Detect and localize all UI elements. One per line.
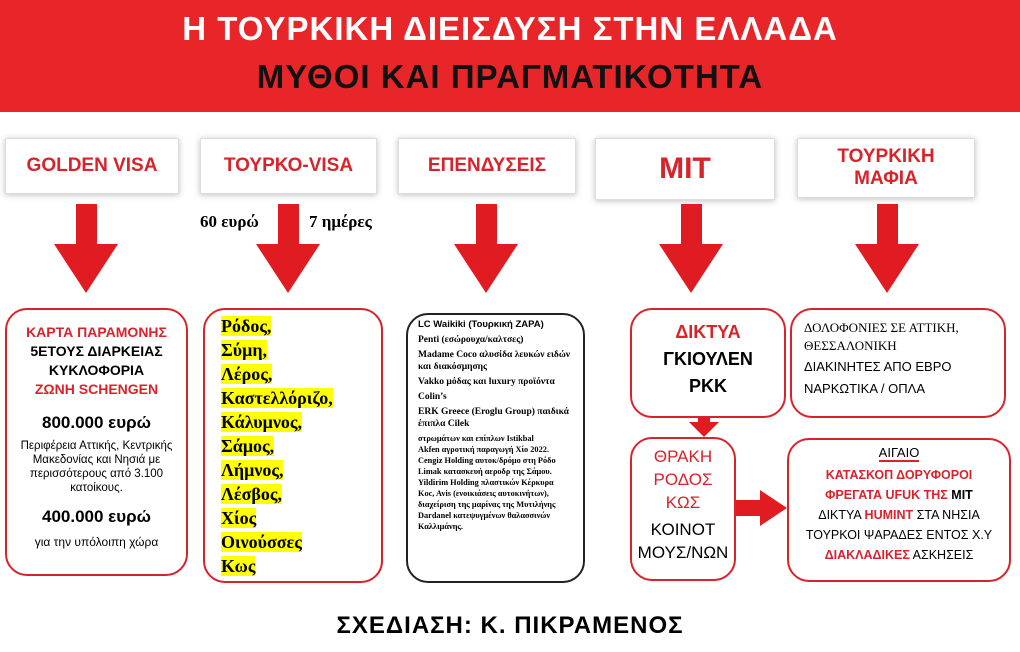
island-item: Ρόδος, xyxy=(221,316,272,336)
aegean-humint-b: HUMINT xyxy=(864,508,914,522)
down-arrow-mit xyxy=(659,204,723,293)
aegean-exercises: ΔΙΑΚΛΑΔΙΚΕΣ ΑΣΚΗΣΕΙΣ xyxy=(789,548,1009,562)
golden-visa-box: ΚΑΡΤΑ ΠΑΡΑΜΟΝΗΣ 5ΕΤΟΥΣ ΔΙΑΡΚΕΙΑΣ ΚΥΚΛΟΦΟ… xyxy=(5,308,188,576)
golden-amount-1: 800.000 ευρώ xyxy=(41,413,151,432)
investment-item: Colin’s xyxy=(418,392,447,402)
mit-rhodes: ΡΟΔΟΣ xyxy=(653,470,713,489)
golden-amount-2: 400.000 ευρώ xyxy=(41,507,151,526)
mit-regions-box: ΘΡΑΚΗ ΡΟΔΟΣ ΚΩΣ ΚΟΙΝΟΤ ΜΟΥΣ/ΝΩΝ xyxy=(630,437,736,581)
mit-pkk: ΡΚΚ xyxy=(688,376,727,396)
island-item: Σύμη, xyxy=(221,340,268,360)
mit-community-2: ΜΟΥΣ/ΝΩΝ xyxy=(637,543,729,562)
mit-thrace: ΘΡΑΚΗ xyxy=(653,447,713,466)
island-item: Λέσβος, xyxy=(221,484,282,504)
islands-list: Ρόδος, Σύμη, Λέρος, Καστελλόριζο, Κάλυμνος, Σ… xyxy=(221,315,381,578)
aegean-frigate-mit: MIT xyxy=(947,488,973,502)
island-item: Καστελλόριζο, xyxy=(221,388,333,408)
banner-title: Η ΤΟΥΡΚΙΚΗ ΔΙΕΙΣΔΥΣΗ ΣΤΗΝ ΕΛΛΑΔΑ xyxy=(182,10,838,47)
header-mafia: ΤΟΥΡΚΙΚΗ ΜΑΦΙΑ xyxy=(797,138,975,198)
header-tourko-visa-label: ΤΟΥΡΚΟ-VISA xyxy=(223,155,354,176)
aegean-humint: ΔΙΚΤΥΑ HUMINT ΣΤΑ ΝΗΣΙΑ xyxy=(789,508,1009,522)
island-item: Χίος xyxy=(221,508,257,528)
down-arrow-tourko xyxy=(256,204,320,293)
header-investments-label: ΕΠΕΝΔΥΣΕΙΣ xyxy=(427,155,547,176)
mafia-traffickers: ΔΙΑΚΙΝΗΤΕΣ ΑΠΟ ΕΒΡΟ xyxy=(804,359,952,374)
aegean-title: ΑΙΓΑΙΟ xyxy=(789,445,1009,462)
header-tourko-visa: ΤΟΥΡΚΟ-VISA xyxy=(200,138,377,194)
investment-item: Vakko μόδας και luxury προϊόντα xyxy=(418,377,555,387)
title-banner: Η ΤΟΥΡΚΙΚΗ ΔΙΕΙΣΔΥΣΗ ΣΤΗΝ ΕΛΛΑΔΑ ΜΥΘΟΙ Κ… xyxy=(0,0,1020,112)
island-item: Σάμος, xyxy=(221,436,275,456)
aegean-exercises-a: ΔΙΑΚΛΑΔΙΚΕΣ xyxy=(824,548,910,562)
header-golden-visa-label: GOLDEN VISA xyxy=(26,155,158,176)
aegean-title-text: ΑΙΓΑΙΟ xyxy=(878,445,920,462)
aegean-satellites: ΚΑΤΑΣΚΟΠ ΔΟΡΥΦΟΡΟΙ xyxy=(825,468,973,482)
header-mit-label: MIT xyxy=(659,152,711,185)
mafia-murders: ΔΟΛΟΦΟΝΙΕΣ ΣΕ ΑΤΤΙΚΗ, xyxy=(804,320,959,335)
banner-subtitle: ΜΥΘΟΙ ΚΑΙ ΠΡΑΓΜΑΤΙΚΟΤΗΤΑ xyxy=(256,58,764,95)
mit-networks-box: ΔΙΚΤΥΑ ΓΚΙΟΥΛΕΝ ΡΚΚ xyxy=(630,308,786,418)
investment-item: διαχείριση της μαρίνας της Μυτιλήνης xyxy=(418,500,556,509)
investment-item: Yildirim Holding πλαστικών Κέρκυρα xyxy=(418,478,554,487)
island-item: Κως xyxy=(221,556,256,576)
aegean-humint-a: ΔΙΚΤΥΑ xyxy=(818,508,865,522)
investment-item: Akfen αγροτική παραγωγή Χίο 2022. xyxy=(418,445,549,454)
mit-networks: ΔΙΚΤΥΑ xyxy=(675,322,741,342)
right-arrow-aegean xyxy=(735,490,787,526)
golden-duration: 5ΕΤΟΥΣ ΔΙΑΡΚΕΙΑΣ xyxy=(30,343,163,359)
visa-days: 7 ημέρες xyxy=(309,212,372,231)
visa-price: 60 ευρώ xyxy=(200,212,259,231)
golden-schengen: ΖΩΝΗ SCHENGEN xyxy=(34,381,159,397)
investments-box: LC Waikiki (Τουρκική ΖΑΡΑ) Penti (εσώρουχ… xyxy=(406,313,585,583)
footer-credit: ΣΧΕΔΙΑΣΗ: Κ. ΠΙΚΡΑΜΕΝΟΣ xyxy=(336,612,684,639)
mafia-drugs: ΝΑΡΚΩΤΙΚΑ / ΟΠΛΑ xyxy=(804,381,925,396)
header-golden-visa: GOLDEN VISA xyxy=(5,138,179,194)
investment-item: LC Waikiki (Τουρκική ΖΑΡΑ) xyxy=(418,319,544,330)
island-item: Λέρος, xyxy=(221,364,273,384)
down-arrow-golden xyxy=(54,204,118,293)
aegean-box: ΑΙΓΑΙΟ ΚΑΤΑΣΚΟΠ ΔΟΡΥΦΟΡΟΙ ΦΡΕΓΑΤΑ UFUK Τ… xyxy=(787,438,1011,582)
aegean-humint-c: ΣΤΑ ΝΗΣΙΑ xyxy=(913,508,980,522)
investment-item: Cengiz Holding αυτοκ/δρόμο στη Ρόδο xyxy=(418,456,556,465)
aegean-fishermen: ΤΟΥΡΚΟΙ ΨΑΡΑΔΕΣ ΕΝΤΟΣ Χ.Υ xyxy=(805,528,993,542)
investment-item: Koc, Avis (ενοικιάσεις αυτοκινήτων), xyxy=(418,489,549,498)
mit-community-1: ΚΟΙΝΟΤ xyxy=(650,520,716,539)
investment-item: Dardanel κατεψυγμένων θαλασσινών Καλλιμά… xyxy=(418,511,551,531)
mit-kos: ΚΩΣ xyxy=(665,493,701,512)
islands-box: Ρόδος, Σύμη, Λέρος, Καστελλόριζο, Κάλυμνος, Σ… xyxy=(203,308,383,583)
island-item: Κάλυμνος, xyxy=(221,412,302,432)
header-investments: ΕΠΕΝΔΥΣΕΙΣ xyxy=(398,138,576,194)
island-item: Οινούσσες xyxy=(221,532,302,552)
golden-circulation: ΚΥΚΛΟΦΟΡΙΑ xyxy=(48,362,145,378)
down-arrow-mafia xyxy=(855,204,919,293)
header-mafia-label-1: ΤΟΥΡΚΙΚΗ xyxy=(837,146,935,167)
aegean-exercises-b: ΑΣΚΗΣΕΙΣ xyxy=(909,548,974,562)
investments-list: LC Waikiki (Τουρκική ΖΑΡΑ) Penti (εσώρουχ… xyxy=(418,319,577,532)
golden-desc-2: για την υπόλοιπη χώρα xyxy=(34,535,159,549)
investment-item: στρωμάτων και επίπλων Istikbal xyxy=(418,434,534,443)
island-item: Λήμνος, xyxy=(221,460,284,480)
investment-item: ERK Greece (Eroglu Group) παιδικά έπιπλα… xyxy=(418,407,569,429)
investment-item: Madame Coco αλυσίδα λευκών ειδών και δια… xyxy=(418,350,571,372)
golden-desc-1: Περιφέρεια Αττικής, Κεντρικής Μακεδονίας… xyxy=(20,440,173,494)
mafia-box: ΔΟΛΟΦΟΝΙΕΣ ΣΕ ΑΤΤΙΚΗ, ΘΕΣΣΑΛΟΝΙΚΗ ΔΙΑΚΙΝ… xyxy=(790,308,1006,418)
aegean-frigate-name: ΦΡΕΓΑΤΑ UFUK ΤΗΣ xyxy=(825,488,948,502)
mit-gulen: ΓΚΙΟΥΛΕΝ xyxy=(663,349,753,369)
header-mafia-label-2: ΜΑΦΙΑ xyxy=(854,168,918,189)
investment-item: Limak κατασκευή αεροδρ της Σάμου. xyxy=(418,467,552,476)
golden-card: ΚΑΡΤΑ ΠΑΡΑΜΟΝΗΣ xyxy=(26,324,167,340)
mafia-thessaloniki: ΘΕΣΣΑΛΟΝΙΚΗ xyxy=(804,338,897,353)
down-arrow-investments xyxy=(454,204,518,293)
down-arrow-mit-small xyxy=(689,414,719,437)
header-mit: MIT xyxy=(595,138,775,200)
investment-item: Penti (εσώρουχα/καλτσες) xyxy=(418,335,524,345)
aegean-frigate: ΦΡΕΓΑΤΑ UFUK ΤΗΣ MIT xyxy=(789,488,1009,502)
